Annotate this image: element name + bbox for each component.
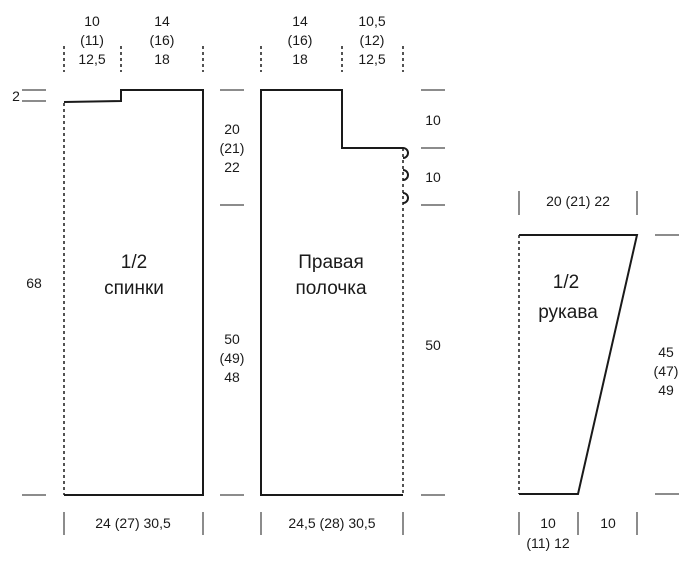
back-piece: 10 (11) 12,5 14 (16) 18 2 68 20 (21) 22 … [12, 13, 244, 535]
back-title-2: спинки [104, 278, 164, 299]
front-title-2: полочка [295, 278, 367, 299]
sleeve-title-1: 1/2 [553, 272, 579, 293]
front-top-left-3: 18 [292, 51, 308, 67]
front-button-loop-2 [402, 169, 409, 181]
front-top-left-2: (16) [288, 32, 313, 48]
front-right-a: 10 [425, 112, 441, 128]
front-right-c: 50 [425, 337, 441, 353]
back-top-right-1: 14 [154, 13, 170, 29]
back-right-upper-2: (21) [220, 140, 245, 156]
sleeve-top-width: 20 (21) 22 [546, 193, 610, 209]
back-top-left-3: 12,5 [78, 51, 105, 67]
front-top-right-3: 12,5 [358, 51, 385, 67]
front-top-right-2: (12) [360, 32, 385, 48]
back-top-right-3: 18 [154, 51, 170, 67]
front-top-left-1: 14 [292, 13, 308, 29]
sleeve-outline [519, 234, 639, 495]
back-right-lower-2: (49) [220, 350, 245, 366]
sleeve-right-height-3: 49 [658, 382, 674, 398]
sleeve-title-2: рукава [538, 302, 598, 323]
front-top-right-1: 10,5 [358, 13, 385, 29]
front-bottom-width: 24,5 (28) 30,5 [288, 515, 375, 531]
back-left-height: 68 [26, 275, 42, 291]
front-outline [260, 89, 403, 496]
back-outline [63, 89, 204, 496]
front-button-loop-3 [402, 192, 409, 204]
back-top-right-2: (16) [150, 32, 175, 48]
sleeve-right-height-1: 45 [658, 344, 674, 360]
sleeve-bottom-right: 10 [600, 515, 616, 531]
back-top-left-2: (11) [80, 32, 104, 48]
front-title-1: Правая [298, 252, 364, 273]
back-bottom-width: 24 (27) 30,5 [95, 515, 171, 531]
back-top-left-1: 10 [84, 13, 100, 29]
front-right-b: 10 [425, 169, 441, 185]
back-right-upper-1: 20 [224, 121, 240, 137]
sleeve-bottom-left-1: 10 [540, 515, 556, 531]
sleeve-right-height-2: (47) [654, 363, 679, 379]
back-left-small: 2 [12, 88, 20, 104]
back-right-lower-3: 48 [224, 369, 240, 385]
sleeve-piece: 20 (21) 22 45 (47) 49 1/2 рукава 10 (11)… [518, 191, 679, 551]
back-right-upper-3: 22 [224, 159, 240, 175]
front-button-loop-1 [402, 147, 409, 159]
sleeve-bottom-left-2: (11) 12 [526, 535, 570, 551]
back-title-1: 1/2 [121, 252, 147, 273]
back-right-lower-1: 50 [224, 331, 240, 347]
front-piece: 14 (16) 18 10,5 (12) 12,5 10 10 50 Права… [260, 13, 445, 535]
